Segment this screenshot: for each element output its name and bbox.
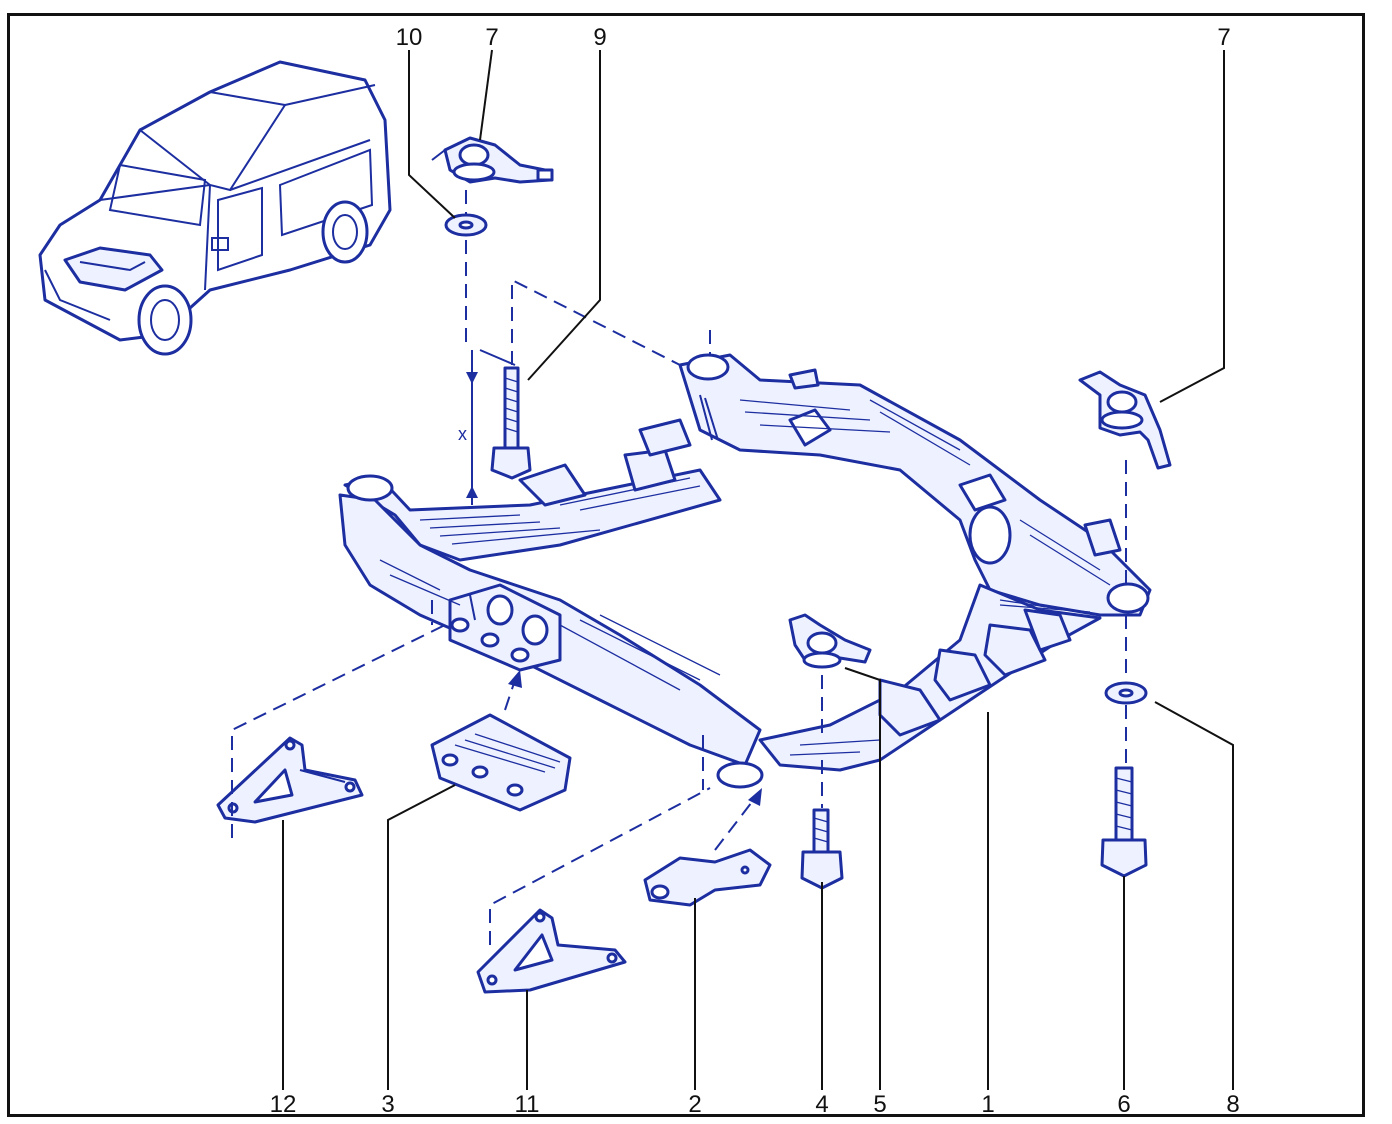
assembly-lines	[231, 190, 1127, 945]
callout-9: 9	[593, 24, 606, 51]
callouts: 10 7 9 7 12 3 11 2 4 5 1 6 8	[270, 24, 1240, 1118]
callout-6: 6	[1117, 1091, 1130, 1118]
callout-8: 8	[1226, 1091, 1239, 1118]
callout-5: 5	[873, 1091, 886, 1118]
leader-lines	[282, 49, 1234, 1090]
bolt-6	[1100, 766, 1148, 878]
x-dimension: x	[458, 349, 516, 505]
callout-10: 10	[396, 24, 423, 51]
callout-3: 3	[381, 1091, 394, 1118]
callout-12: 12	[270, 1091, 297, 1118]
washer-10	[444, 213, 488, 237]
callout-7-left: 7	[485, 24, 498, 51]
bracket-2	[643, 848, 772, 907]
callout-11: 11	[515, 1091, 540, 1118]
subframe-1	[338, 353, 1152, 789]
diagram-frame	[7, 13, 1365, 1117]
bracket-12	[216, 736, 364, 824]
callout-7-right: 7	[1217, 24, 1230, 51]
bolt-4	[800, 808, 844, 890]
mount-5	[788, 613, 872, 669]
van-thumbnail	[38, 60, 392, 356]
x-dimension-label: x	[458, 424, 467, 444]
callout-1: 1	[981, 1091, 994, 1118]
washer-8	[1104, 681, 1148, 705]
bracket-11	[476, 908, 627, 994]
bracket-3	[430, 713, 572, 812]
callout-2: 2	[688, 1091, 701, 1118]
upper-mount-7-right	[1078, 370, 1172, 470]
upper-mount-7-left	[431, 136, 554, 184]
bolt-9	[490, 366, 532, 480]
callout-4: 4	[815, 1091, 828, 1118]
